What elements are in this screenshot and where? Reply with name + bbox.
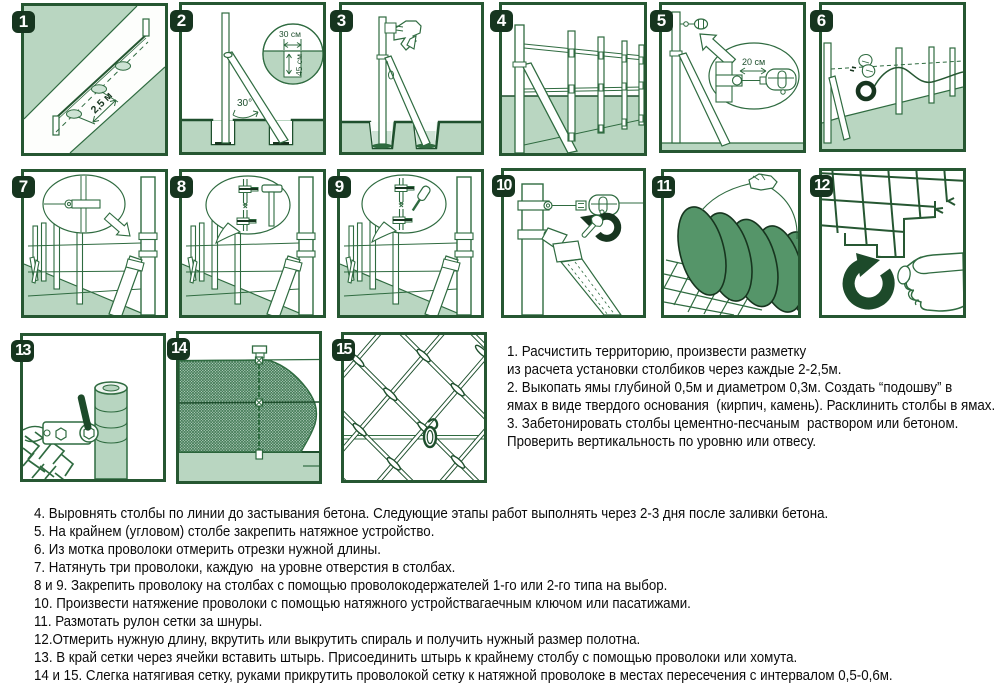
svg-text:20 см: 20 см [742, 57, 765, 67]
svg-text:45 см: 45 см [294, 54, 304, 76]
svg-text:30°: 30° [237, 98, 252, 109]
svg-text:30 см: 30 см [279, 29, 301, 39]
